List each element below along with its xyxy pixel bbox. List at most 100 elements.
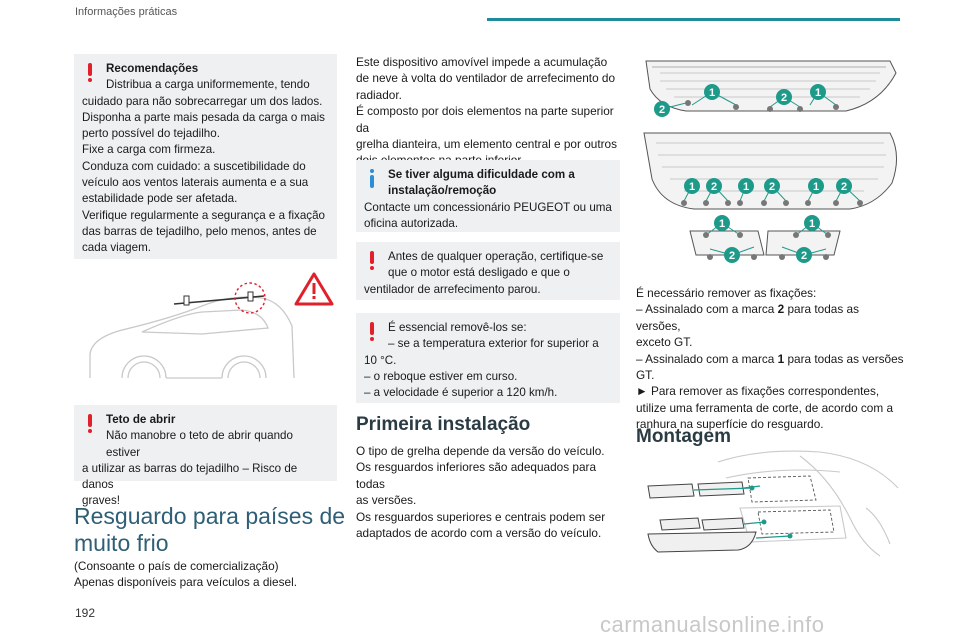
assembly-illustration xyxy=(647,450,899,557)
para-line: radiador. xyxy=(356,87,402,102)
info-line: oficina autorizada. xyxy=(364,216,459,230)
marker-2-badge: 2 xyxy=(706,178,722,194)
grille-covers-fixing-diagram: 2 1 2 1 1 2 1 2 1 2 1 1 2 2 xyxy=(643,60,897,263)
warning-icon xyxy=(369,322,375,341)
recommend-line: cada viagem. xyxy=(82,241,151,255)
svg-text:2: 2 xyxy=(841,181,847,193)
fixings-line: utilize uma ferramenta de corte, de acor… xyxy=(636,400,894,415)
fixings-line: exceto GT. xyxy=(636,335,693,350)
recommendations-title: Recomendações xyxy=(106,62,199,75)
svg-text:2: 2 xyxy=(659,104,665,116)
cold-countries-intro: (Consoante o país de comercialização) Ap… xyxy=(74,558,339,591)
marker-1-badge: 1 xyxy=(684,178,700,194)
recommend-line: cuidado para não sobrecarregar um dos la… xyxy=(82,94,323,108)
recommend-line: Verifique regularmente a segurança e a f… xyxy=(82,208,325,222)
warn-line: 10 °C. xyxy=(364,353,397,367)
svg-text:2: 2 xyxy=(801,250,807,262)
header-rule xyxy=(487,18,900,21)
body-line: as versões. xyxy=(356,493,417,508)
info-line: Contacte um concessionário PEUGEOT ou um… xyxy=(364,200,612,214)
info-title: Se tiver alguma dificuldade com a xyxy=(388,168,575,181)
running-header: Informações práticas xyxy=(75,6,178,18)
fixings-removal-text: É necessário remover as fixações: – Assi… xyxy=(636,285,904,433)
page-number: 192 xyxy=(75,606,96,620)
heading-line: muito frio xyxy=(74,530,169,556)
svg-text:1: 1 xyxy=(809,218,815,230)
sunroof-line: graves! xyxy=(82,494,121,508)
marker-1-badge: 1 xyxy=(808,178,824,194)
fixings-line: É necessário remover as fixações: xyxy=(636,286,817,300)
fixings-line: ranhura na superfície do resguardo. xyxy=(636,417,824,432)
svg-text:1: 1 xyxy=(813,181,819,193)
warn-line: que o motor está desligado e que o xyxy=(388,266,570,280)
marker-2-badge: 2 xyxy=(724,247,740,263)
svg-text:2: 2 xyxy=(781,92,787,104)
para-line: Este dispositivo amovível impede a acumu… xyxy=(356,55,608,69)
marker-1-badge: 1 xyxy=(714,215,730,231)
info-icon xyxy=(369,169,375,188)
warning-icon xyxy=(87,63,93,82)
warn-line: Antes de qualquer operação, certifique-s… xyxy=(388,250,604,263)
svg-text:1: 1 xyxy=(743,181,749,193)
first-install-body: O tipo de grelha depende da versão do ve… xyxy=(356,443,624,541)
sunroof-line: a utilizar as barras do tejadilho – Risc… xyxy=(82,461,298,492)
recommend-line: veículo aos ventos laterais aumenta e a … xyxy=(82,176,309,190)
fixings-line: ► Para remover as fixações correspondent… xyxy=(636,384,880,399)
para-line: de neve à volta do ventilador de arrefec… xyxy=(356,71,616,86)
recommend-line: Fixe a carga com firmeza. xyxy=(82,143,216,157)
recommend-line: Disponha a parte mais pesada da carga o … xyxy=(82,110,325,124)
svg-text:1: 1 xyxy=(815,87,821,99)
svg-text:2: 2 xyxy=(769,181,775,193)
fixings-line: GT. xyxy=(636,368,655,383)
warning-icon xyxy=(87,414,93,433)
warn-line: – o reboque estiver em curso. xyxy=(364,369,518,383)
info-title: instalação/remoção xyxy=(388,184,497,198)
para-line: grelha dianteira, um elemento central e … xyxy=(356,137,617,152)
marker-1-badge: 1 xyxy=(704,84,720,100)
device-description: Este dispositivo amovível impede a acumu… xyxy=(356,54,624,169)
marker-1-badge: 1 xyxy=(804,215,820,231)
fixings-line: para todas as versões xyxy=(784,351,904,366)
marker-2-badge: 2 xyxy=(654,101,670,117)
svg-text:1: 1 xyxy=(689,181,695,193)
body-line: O tipo de grelha depende da versão do ve… xyxy=(356,444,605,458)
warn-line: – a velocidade é superior a 120 km/h. xyxy=(364,386,558,400)
fixings-line: – Assinalado com a marca xyxy=(636,351,778,366)
recommend-line: Conduza com cuidado: a suscetibilidade d… xyxy=(82,159,306,173)
watermark: carmanualsonline.info xyxy=(600,612,825,637)
body-line: Os resguardos inferiores são adequados p… xyxy=(356,460,597,491)
section-heading-assembly: Montagem xyxy=(636,426,731,447)
marker-2-badge: 2 xyxy=(796,247,812,263)
recommendations-box: Recomendações Distribua a carga uniforme… xyxy=(74,54,337,259)
marker-1-badge: 1 xyxy=(810,84,826,100)
info-box: Se tiver alguma dificuldade com a instal… xyxy=(356,160,620,232)
fixings-line: – Assinalado com a marca xyxy=(636,302,778,317)
marker-1-ref: 1 xyxy=(777,351,785,366)
section-heading-first-install: Primeira instalação xyxy=(356,414,531,435)
warning-icon xyxy=(369,251,375,270)
fixings-line: para todas as versões, xyxy=(636,302,859,333)
removal-warning-box: É essencial removê-los se: – se a temper… xyxy=(356,313,620,403)
warn-line: – se a temperatura exterior for superior… xyxy=(388,337,599,351)
intro-line: Apenas disponíveis para veículos a diese… xyxy=(74,575,297,590)
marker-2-badge: 2 xyxy=(764,178,780,194)
sunroof-line: Não manobre o teto de abrir quando estiv… xyxy=(106,429,293,459)
sunroof-warning-box: Teto de abrir Não manobre o teto de abri… xyxy=(74,405,337,507)
roof-bar-car-illustration xyxy=(89,272,334,379)
marker-2-badge: 2 xyxy=(776,89,792,105)
marker-1-badge: 1 xyxy=(738,178,754,194)
sunroof-title: Teto de abrir xyxy=(106,413,176,426)
warn-line: É essencial removê-los se: xyxy=(388,321,527,334)
svg-text:2: 2 xyxy=(729,250,735,262)
recommend-line: das barras de tejadilho, pelo menos, ant… xyxy=(82,224,317,238)
body-line: adaptados de acordo com a versão do veíc… xyxy=(356,526,602,541)
svg-text:1: 1 xyxy=(709,87,715,99)
body-line: Os resguardos superiores e centrais pode… xyxy=(356,509,606,524)
marker-2-badge: 2 xyxy=(836,178,852,194)
svg-text:2: 2 xyxy=(711,181,717,193)
recommend-line: Distribua a carga uniformemente, tendo xyxy=(106,78,310,92)
intro-line: (Consoante o país de comercialização) xyxy=(74,559,279,573)
heading-line: Resguardo para países de xyxy=(74,503,346,529)
warn-line: ventilador de arrefecimento parou. xyxy=(364,282,541,296)
recommend-line: perto possível do tejadilho. xyxy=(82,127,220,141)
